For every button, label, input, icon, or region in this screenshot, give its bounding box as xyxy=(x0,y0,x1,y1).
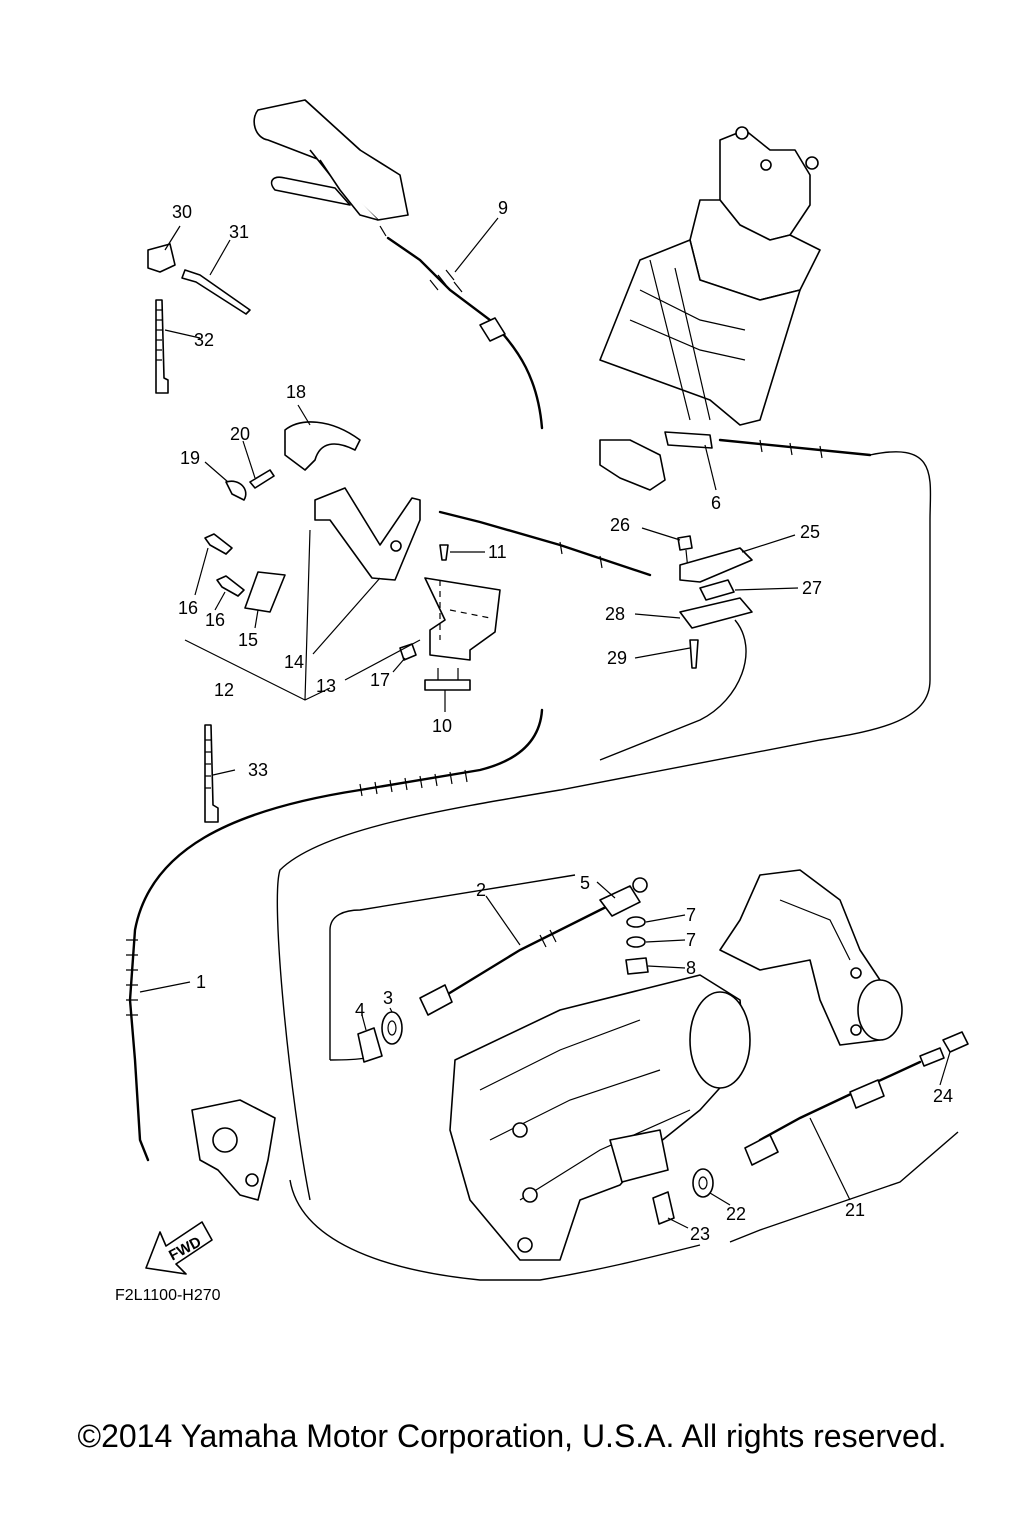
fwd-arrow: FWD xyxy=(145,1221,213,1275)
callout-23: 23 xyxy=(690,1224,710,1244)
callout-6: 6 xyxy=(711,493,721,513)
handlebar-grip xyxy=(253,99,409,237)
callout-16b: 16 xyxy=(205,610,225,630)
callout-10: 10 xyxy=(432,716,452,736)
jet-pump-unit xyxy=(289,974,751,1281)
callout-30: 30 xyxy=(172,202,192,222)
spring-19 xyxy=(225,480,247,501)
callout-18: 18 xyxy=(286,382,306,402)
callout-5: 5 xyxy=(580,873,590,893)
cable-rod-24 xyxy=(919,1031,969,1067)
callout-labels: 1 2 3 4 5 6 7 7 8 9 10 11 12 13 14 15 16… xyxy=(172,198,953,1244)
drawing-code: F2L1100-H270 xyxy=(115,1287,221,1304)
rivet-29 xyxy=(689,639,699,669)
callout-28: 28 xyxy=(605,604,625,624)
reverse-gate xyxy=(719,869,903,1046)
callout-27: 27 xyxy=(802,578,822,598)
bolt-16b xyxy=(216,575,245,597)
callout-3: 3 xyxy=(383,988,393,1008)
washer-3 xyxy=(381,1011,403,1045)
bracket-25 xyxy=(679,547,753,583)
callout-16a: 16 xyxy=(178,598,198,618)
copyright-notice: ©2014 Yamaha Motor Corporation, U.S.A. A… xyxy=(77,1418,947,1454)
callout-19: 19 xyxy=(180,448,200,468)
callout-9: 9 xyxy=(498,198,508,218)
throttle-cable-middle xyxy=(438,510,652,577)
callout-2: 2 xyxy=(476,880,486,900)
callout-14: 14 xyxy=(284,652,304,672)
callout-11: 11 xyxy=(488,542,507,562)
main-cable-1 xyxy=(126,708,544,1162)
callout-7a: 7 xyxy=(686,905,696,925)
callout-17: 17 xyxy=(370,670,390,690)
callout-1: 1 xyxy=(196,972,206,992)
throttle-cable-upper xyxy=(386,236,544,430)
cable-tie-33 xyxy=(204,724,219,823)
throttle-body-bracket xyxy=(191,1099,276,1201)
bolt-16a xyxy=(204,533,233,555)
callout-4: 4 xyxy=(355,1000,365,1020)
bracket-28 xyxy=(679,597,753,629)
reverse-cable-2 xyxy=(419,903,612,1016)
callout-21: 21 xyxy=(845,1200,865,1220)
callout-12: 12 xyxy=(214,680,234,700)
pin-32 xyxy=(181,269,251,315)
plate-15 xyxy=(244,571,286,613)
nut-4 xyxy=(357,1027,383,1063)
steering-cable xyxy=(276,438,932,1201)
callout-8: 8 xyxy=(686,958,696,978)
callout-22: 22 xyxy=(726,1204,746,1224)
steering-cable-rear-21 xyxy=(744,1060,922,1166)
leader-lines xyxy=(139,217,951,1229)
callout-20: 20 xyxy=(230,424,250,444)
bracket-13 xyxy=(424,577,501,661)
throttle-lever-18 xyxy=(284,421,361,471)
nut-8 xyxy=(625,957,649,975)
plate-10 xyxy=(424,668,471,691)
clip-30 xyxy=(147,243,176,273)
callout-24: 24 xyxy=(933,1086,953,1106)
callout-26: 26 xyxy=(610,515,630,535)
callout-33: 33 xyxy=(248,760,268,780)
steering-nozzle-assembly xyxy=(599,126,821,491)
callout-31: 31 xyxy=(229,222,249,242)
nut-23 xyxy=(652,1191,675,1225)
cable-tie-31 xyxy=(155,299,169,394)
callout-7b: 7 xyxy=(686,930,696,950)
callout-25: 25 xyxy=(800,522,820,542)
bracket-14 xyxy=(314,487,421,581)
screw-20 xyxy=(249,469,275,489)
callout-29: 29 xyxy=(607,648,627,668)
washer-7a xyxy=(626,916,646,928)
callout-32: 32 xyxy=(194,330,214,350)
washer-22 xyxy=(692,1168,714,1198)
ball-joint-5 xyxy=(599,877,648,917)
callout-15: 15 xyxy=(238,630,258,650)
rivet-11 xyxy=(439,544,449,561)
callout-13: 13 xyxy=(316,676,336,696)
washer-7b xyxy=(626,936,646,948)
bracket-27 xyxy=(699,579,735,601)
